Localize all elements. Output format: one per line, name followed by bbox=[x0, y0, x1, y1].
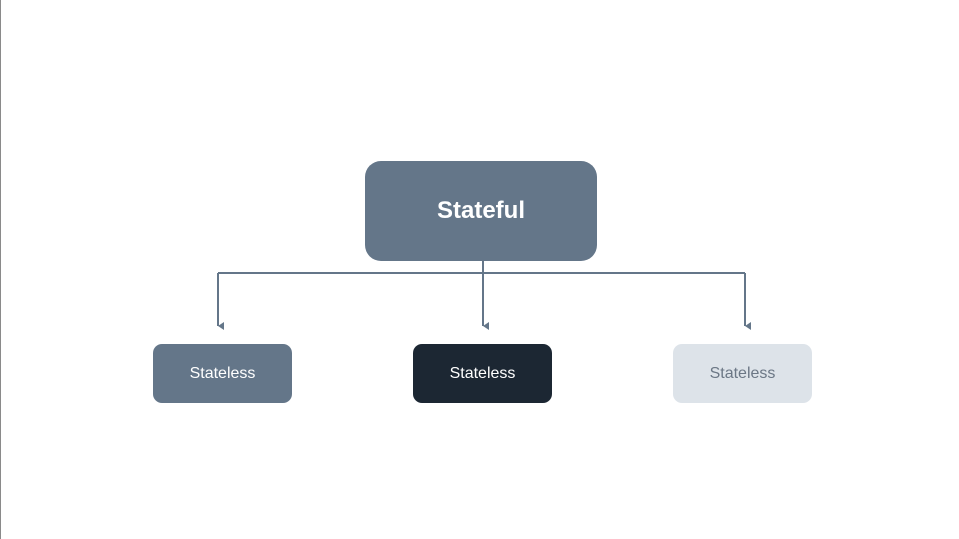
stateless-node-3: Stateless bbox=[673, 344, 812, 403]
stateful-node: Stateful bbox=[365, 161, 597, 261]
stateful-node-label: Stateful bbox=[436, 197, 525, 224]
stateless-node-3-label: Stateless bbox=[709, 364, 776, 382]
stateless-node-1-label: Stateless bbox=[189, 364, 256, 382]
stateless-node-2: Stateless bbox=[413, 344, 552, 403]
window-edge bbox=[0, 0, 1, 539]
stateless-node-2-label: Stateless bbox=[449, 364, 516, 382]
stateless-node-1: Stateless bbox=[153, 344, 292, 403]
